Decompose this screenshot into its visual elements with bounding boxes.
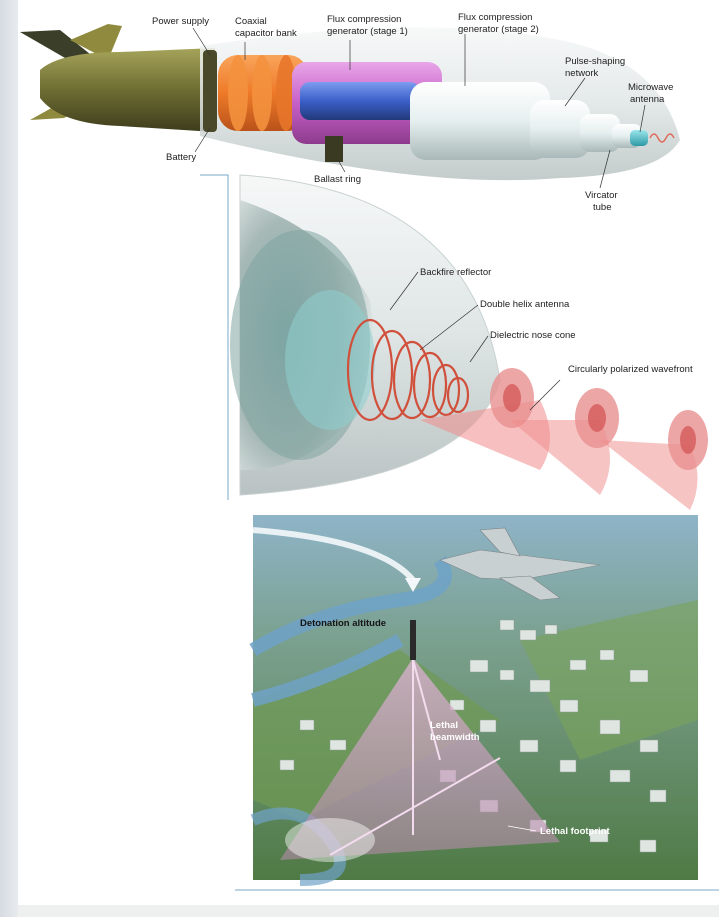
label-pulse-1: Pulse-shaping — [565, 56, 625, 67]
label-vircator-2: tube — [593, 202, 612, 213]
bomb-at-altitude — [410, 620, 416, 660]
label-beam-1: Lethal — [430, 720, 458, 731]
label-footprint: Lethal footprint — [540, 826, 610, 837]
bomb-body — [40, 48, 215, 132]
label-fcg1-2: generator (stage 1) — [327, 26, 408, 37]
label-beam-2: beamwidth — [430, 732, 480, 743]
label-fcg1-1: Flux compression — [327, 14, 401, 25]
label-helix: Double helix antenna — [480, 299, 570, 310]
label-wavefront: Circularly polarized wavefront — [568, 364, 693, 375]
label-coaxial-1: Coaxial — [235, 16, 267, 27]
label-fcg2-2: generator (stage 2) — [458, 24, 539, 35]
label-ballast: Ballast ring — [314, 174, 361, 185]
bracket-line — [200, 175, 228, 500]
label-detonation: Detonation altitude — [300, 618, 386, 629]
label-fcg2-1: Flux compression — [458, 12, 532, 23]
label-antenna-1: Microwave — [628, 82, 673, 93]
label-coaxial-2: capacitor bank — [235, 28, 297, 39]
bomb-cutaway: Power supply Coaxial capacitor bank Flux… — [20, 12, 680, 213]
label-backfire: Backfire reflector — [420, 267, 491, 278]
label-pulse-2: network — [565, 68, 599, 79]
label-nose: Dielectric nose cone — [490, 330, 576, 341]
reflector-inner — [285, 290, 375, 430]
nose-cone-detail: Backfire reflector Double helix antenna … — [230, 175, 708, 510]
lethal-footprint-area — [285, 818, 375, 862]
flux-generator-core — [300, 82, 420, 120]
label-battery: Battery — [166, 152, 196, 163]
aerial-scene: Detonation altitude Lethal beamwidth Let… — [253, 515, 698, 880]
microwave-antenna — [630, 130, 648, 146]
ballast-ring — [325, 136, 343, 162]
flux-generator-stage2 — [410, 82, 550, 160]
power-supply — [203, 50, 217, 132]
label-vircator-1: Vircator — [585, 190, 618, 201]
label-antenna-2: antenna — [630, 94, 665, 105]
label-power-supply: Power supply — [152, 16, 209, 27]
